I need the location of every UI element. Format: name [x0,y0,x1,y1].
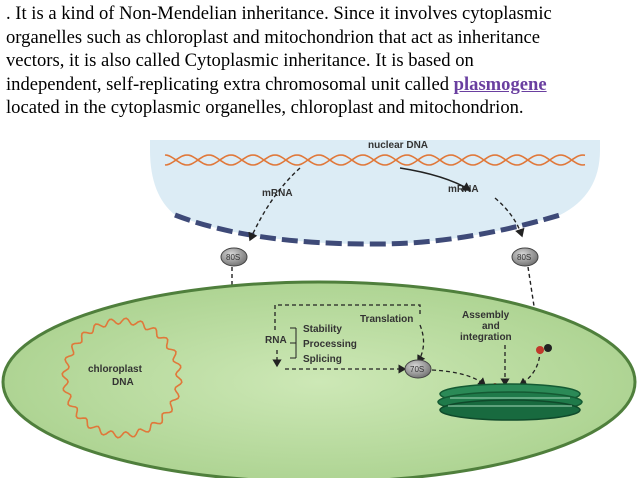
nuclear-membrane [174,212,561,247]
arrow-translation-to-70s [417,324,426,364]
mrna-left-label: mRNA [262,188,293,199]
nuclear-dna-strand-b [164,154,586,166]
nucleus [150,140,600,247]
chloroplast-body [1,280,637,478]
rna-label: RNA [265,335,287,346]
integration-label: integration [460,332,512,343]
paragraph-line-1: . It is a kind of Non-Mendelian inherita… [6,3,552,24]
nucleus-body [150,140,600,245]
paragraph-line-5: located in the cytoplasmic organelles, c… [6,97,524,118]
plasmogene-link[interactable]: plasmogene [453,73,547,95]
ribosome-left: 80S [220,247,248,267]
assembly-label: Assembly [462,310,510,321]
cytoplasmic-inheritance-diagram: nuclear DNA mRNA mRNA 80S 80S chloroplas… [1,140,637,478]
nuclear-dna-strand-a [164,154,586,166]
chloroplast-dna-ring-path [61,317,183,439]
chloroplast [1,280,637,478]
arrow-right-mrna-to-ribosome [494,197,525,238]
thylakoid-stack [437,383,583,421]
nuclear-dna-strand [164,154,586,166]
and-label: and [482,321,500,332]
chloroplast-dna-ring [61,317,183,439]
ribosome-right: 80S [511,247,539,267]
chloroplast-dna-label-2: DNA [112,377,134,388]
paragraph: . It is a kind of Non-Mendelian inherita… [6,2,634,120]
ribosome-chloroplast: 70S [404,359,432,379]
ribosome-chloroplast-label: 70S [410,365,424,374]
paragraph-line-4-text: independent, self-replicating extra chro… [6,73,454,95]
ribosome-right-label: 80S [517,253,531,262]
chloroplast-dna-label-1: chloroplast [88,364,143,375]
arrow-rna-up-to-translation [274,304,421,330]
splicing-label: Splicing [303,354,342,365]
arrow-dna-to-right-mrna [399,167,472,191]
arrow-dna-to-left-ribosome [248,167,301,242]
paragraph-line-3: vectors, it is also called Cytoplasmic i… [6,50,474,71]
arrow-70s-to-thylakoid [431,369,486,386]
protein-dot-2 [544,344,552,352]
rna-bracket [290,327,297,359]
paragraph-line-2: organelles such as chloroplast and mitoc… [6,26,541,48]
protein-dot-1 [536,346,544,354]
translation-label: Translation [360,314,413,325]
processing-label: Processing [303,339,357,350]
paragraph-line-4: independent, self-replicating extra chro… [6,73,634,97]
stability-label: Stability [303,324,342,335]
ribosome-left-label: 80S [226,253,240,262]
nuclear-dna-label: nuclear DNA [368,140,428,151]
